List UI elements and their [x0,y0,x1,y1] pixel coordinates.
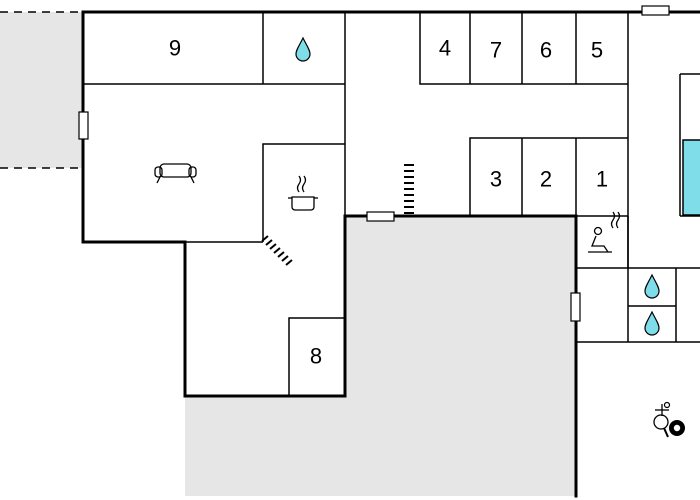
sofa-icon [154,163,197,184]
interior-walls [83,12,700,396]
room-2-label: 2 [540,167,552,192]
sauna-icon [588,211,621,253]
wall-inner [81,10,578,498]
door-courtyard [366,211,395,222]
cooking-pot-icon [288,175,318,211]
room-6-label: 6 [540,38,552,63]
room-1-label: 1 [596,167,608,192]
room-8-label: 8 [310,344,322,369]
pool [682,139,700,216]
window-top [641,5,670,16]
window-left [78,111,89,140]
table-tennis-billiards-icon [653,401,685,438]
window-right [570,292,581,322]
water-drop-icon [644,273,660,299]
room-9-label: 9 [169,36,181,61]
water-drop-icon [644,310,660,336]
terrace-area [0,12,83,168]
room-5-label: 5 [591,38,603,63]
water-drop-icon [295,36,311,62]
room-4-label: 4 [439,36,451,61]
courtyard-area [185,216,576,496]
stairs-diagonal [261,235,293,266]
stairs-north [404,164,414,214]
room-7-label: 7 [490,38,502,63]
room-3-label: 3 [490,167,502,192]
